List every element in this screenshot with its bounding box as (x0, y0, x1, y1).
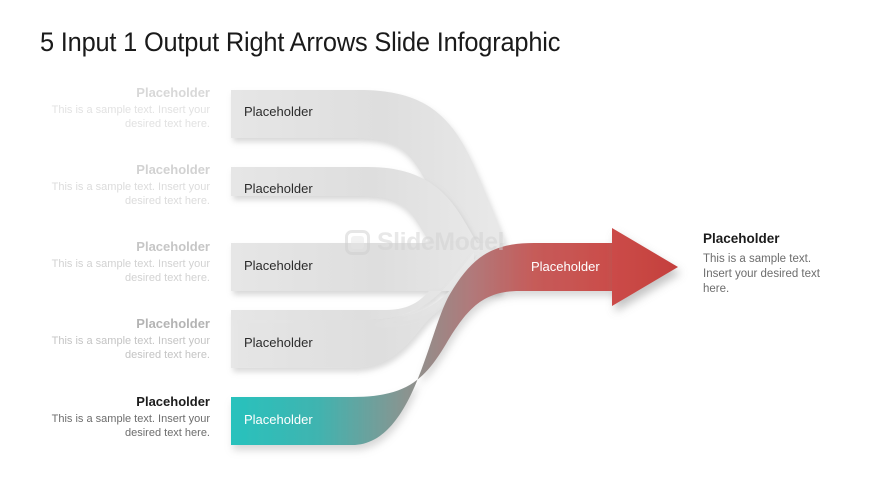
input-body-3: This is a sample text. Insert your desir… (51, 258, 210, 284)
input-text-block-5: Placeholder This is a sample text. Inser… (42, 393, 210, 440)
watermark: SlideModel (345, 228, 504, 257)
input-body-2: This is a sample text. Insert your desir… (51, 181, 210, 207)
page-title: 5 Input 1 Output Right Arrows Slide Info… (40, 27, 561, 57)
bar-label-2[interactable]: Placeholder (244, 181, 313, 196)
input-body-1: This is a sample text. Insert your desir… (51, 104, 210, 130)
input-text-block-2: Placeholder This is a sample text. Inser… (42, 161, 210, 208)
output-arrow-head (612, 228, 678, 306)
input-body-4: This is a sample text. Insert your desir… (51, 335, 210, 361)
bar-label-5[interactable]: Placeholder (244, 412, 313, 427)
input-heading-1: Placeholder (136, 85, 210, 100)
bar-label-1[interactable]: Placeholder (244, 104, 313, 119)
input-text-block-1: Placeholder This is a sample text. Inser… (42, 84, 210, 131)
bar-label-4[interactable]: Placeholder (244, 335, 313, 350)
bar-label-3[interactable]: Placeholder (244, 258, 313, 273)
output-heading: Placeholder (703, 231, 780, 246)
bar-5-teal (231, 370, 424, 445)
input-body-5: This is a sample text. Insert your desir… (51, 413, 210, 439)
input-heading-3: Placeholder (136, 239, 210, 254)
input-text-block-4: Placeholder This is a sample text. Inser… (42, 315, 210, 362)
input-heading-2: Placeholder (136, 162, 210, 177)
output-arrow-label[interactable]: Placeholder (531, 259, 600, 274)
output-text-block: Placeholder This is a sample text. Inser… (703, 230, 831, 297)
input-heading-4: Placeholder (136, 316, 210, 331)
watermark-text: SlideModel (377, 228, 504, 256)
input-text-block-3: Placeholder This is a sample text. Inser… (42, 238, 210, 285)
output-body: This is a sample text. Insert your desir… (703, 253, 820, 295)
input-heading-5: Placeholder (136, 394, 210, 409)
slidemodel-logo-icon (345, 230, 370, 255)
